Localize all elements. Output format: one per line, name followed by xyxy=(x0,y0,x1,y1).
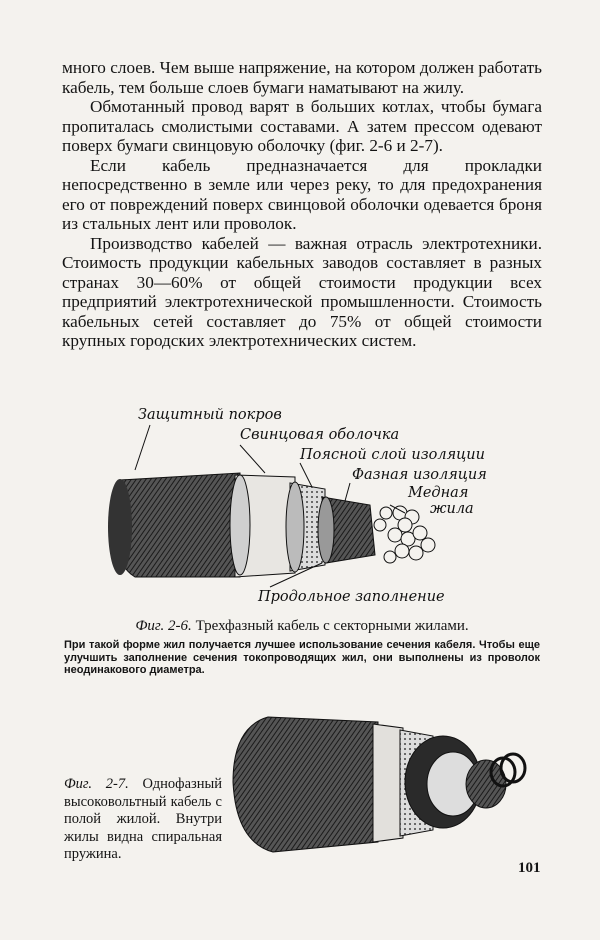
figure-2-6-caption: Фиг. 2-6. Трехфазный кабель с секторными… xyxy=(64,618,540,677)
label-copper-core-line1: Медная xyxy=(408,485,469,501)
figure-2-7-illustration xyxy=(228,702,548,862)
single-phase-cable-drawing xyxy=(232,716,527,853)
paragraph-1: много слоев. Чем выше напряжение, на кот… xyxy=(62,58,542,97)
figure-2-7-number: Фиг. 2-7. xyxy=(64,776,129,792)
figure-2-6-number: Фиг. 2-6. xyxy=(135,618,192,634)
paragraph-2: Обмотанный провод варят в больших котлах… xyxy=(62,97,542,155)
body-text: много слоев. Чем выше напряжение, на кот… xyxy=(62,58,542,351)
label-lead-sheath: Свинцовая оболочка xyxy=(240,427,400,443)
figure-2-7-caption: Фиг. 2-7. Однофазный высоковольтный кабе… xyxy=(64,776,222,864)
label-belt-insulation: Поясной слой изоляции xyxy=(300,447,485,463)
figure-2-7-caption-text: Однофазный высоковольтный кабель с полой… xyxy=(64,776,222,862)
paragraph-3: Если кабель предназначается для прокладк… xyxy=(62,155,542,234)
label-protective-cover: Защитный покров xyxy=(138,407,282,423)
paragraph-4: Производство кабелей — важная отрасль эл… xyxy=(62,233,542,351)
label-copper-core-line2: жила xyxy=(430,501,474,517)
figure-2-6-note: При такой форме жил получается лучшее ис… xyxy=(64,639,540,676)
three-phase-cable-drawing xyxy=(108,424,436,588)
label-longitudinal-filling: Продольное заполнение xyxy=(258,589,445,605)
label-phase-insulation: Фазная изоляция xyxy=(352,467,487,483)
page-number: 101 xyxy=(518,860,541,876)
figure-2-6-caption-heading: Фиг. 2-6. Трехфазный кабель с секторными… xyxy=(64,618,540,635)
figure-2-6-title: Трехфазный кабель с секторными жилами. xyxy=(195,618,469,634)
figure-2-6-illustration: Защитный покров Свинцовая оболочка Поясн… xyxy=(90,405,520,615)
